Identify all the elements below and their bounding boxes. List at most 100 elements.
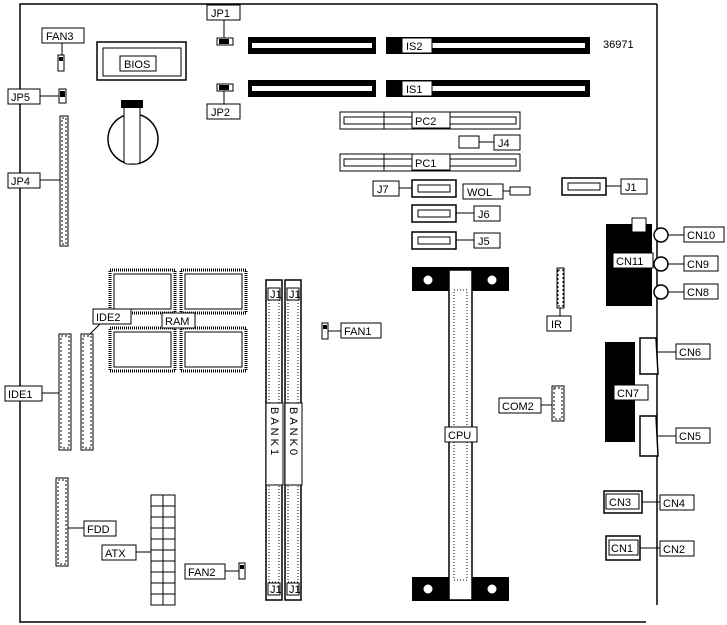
fan1-label: FAN1: [344, 326, 372, 338]
dimm-bank1-top-tag: [267, 287, 281, 301]
cn9-label-box: [683, 255, 719, 272]
cn7-label-box: [613, 384, 649, 401]
cn8-label-box: [683, 283, 719, 300]
cn8-jack: [653, 284, 669, 300]
j1-connector: [561, 177, 607, 196]
ide2-label: IDE2: [96, 312, 120, 324]
is2-slot: [248, 37, 590, 54]
battery-clip-top: [121, 100, 143, 108]
j6-label-box: [473, 205, 501, 222]
cn11-label-box: [612, 252, 654, 269]
fan1-label-box: [340, 322, 382, 339]
pc1-label: PC1: [415, 158, 436, 170]
cn11-shell-a: [631, 217, 647, 233]
fan3-label: FAN3: [46, 31, 74, 43]
cn8-label: CN8: [687, 287, 709, 299]
cn9-label: CN9: [687, 259, 709, 271]
cpu-slot-contacts: [453, 289, 468, 581]
fan2-pin: [240, 565, 244, 569]
ram-chip-br: [179, 326, 248, 373]
ide2-label-box: [92, 308, 132, 325]
bank1-label: BANK1: [268, 407, 280, 458]
ram-label: RAM: [165, 316, 189, 328]
bios-label-box: [119, 55, 157, 72]
j7-connector: [411, 179, 457, 198]
ir-pins: [557, 269, 564, 307]
cn1-label-box: [608, 539, 639, 556]
jp2-label: JP2: [211, 107, 230, 119]
jp2-label-box: [206, 103, 241, 120]
bios-label: BIOS: [124, 59, 150, 71]
j1-label-box: [620, 178, 648, 195]
battery-clip: [123, 103, 141, 165]
cn10-jack: [653, 227, 669, 243]
cn2-label-box: [659, 540, 695, 557]
ram-label-box: [161, 312, 196, 329]
is1-label: IS1: [406, 84, 423, 96]
cpu-retention-hole-bl: [422, 583, 434, 595]
j4-label-box: [493, 134, 521, 151]
ir-label: IR: [551, 319, 562, 331]
cn6-port: [639, 337, 659, 375]
cpu-retention-hole-tr: [486, 274, 498, 286]
cpu-retention-hole-br: [486, 583, 498, 595]
is1-label-box: [401, 80, 433, 97]
fan3-header: [57, 54, 65, 72]
cpu-retention-hole-tl: [422, 274, 434, 286]
com2-pins: [553, 387, 563, 420]
j5-connector: [411, 231, 457, 250]
com2-label: COM2: [502, 401, 534, 413]
jp4-label: JP4: [11, 176, 30, 188]
atx-power-connector: [150, 494, 176, 606]
jp5-label: JP5: [11, 92, 30, 104]
ide2-header: [80, 333, 94, 451]
bank0-label-box: [284, 402, 303, 486]
board-model-number: 36971: [603, 39, 634, 51]
fdd-label: FDD: [87, 524, 110, 536]
fan3-label-box: [41, 27, 85, 44]
j4-header: [458, 135, 480, 149]
fan1-pin: [323, 325, 327, 329]
dimm-bank0-top-tag: [286, 287, 300, 301]
jp4-pins: [61, 117, 67, 245]
j6-connector: [411, 204, 457, 223]
cpu-label: CPU: [448, 430, 471, 442]
j7-pins: [417, 184, 451, 193]
atx-label: ATX: [105, 548, 126, 560]
wol-label: WOL: [467, 187, 492, 199]
fdd-label-box: [83, 520, 117, 537]
fan3-pin: [59, 57, 63, 61]
cn6-label: CN6: [679, 347, 701, 359]
ram-chip-bl: [108, 326, 177, 373]
pc1-label-box: [411, 153, 451, 171]
j6-pins: [417, 209, 451, 218]
dimm-bank1-bottom-tag: [267, 582, 281, 596]
fan2-header: [238, 562, 246, 580]
cpu-label-box: [444, 426, 478, 443]
cn10-label: CN10: [687, 230, 715, 242]
dimm-bank0-top-label: J1: [289, 289, 301, 301]
cn11-label: CN11: [616, 256, 643, 268]
jp5-cap: [60, 91, 65, 97]
com2-header: [551, 385, 565, 422]
bank1-label-box: [265, 402, 284, 486]
ram-chip-tl: [108, 268, 177, 315]
cn4-label: CN4: [663, 498, 685, 510]
bank0-label: BANK0: [287, 407, 299, 458]
cn10-label-box: [683, 226, 725, 243]
fan2-label: FAN2: [188, 567, 216, 579]
ide1-header: [58, 333, 72, 451]
j1-pins: [567, 182, 601, 191]
j6-label: J6: [478, 209, 490, 221]
cn4-label-box: [659, 494, 695, 511]
jp4-header: [59, 115, 69, 247]
cn7-label: CN7: [617, 388, 639, 400]
cn5-label: CN5: [679, 431, 701, 443]
dimm-bank0-bottom-label: J1: [289, 584, 301, 596]
cn2-label: CN2: [663, 544, 685, 556]
cn3-label-box: [605, 493, 640, 510]
cn1-label: CN1: [611, 543, 633, 555]
ide2-leader: [89, 323, 101, 335]
j7-label: J7: [377, 184, 389, 196]
jp2-cap: [219, 85, 229, 90]
